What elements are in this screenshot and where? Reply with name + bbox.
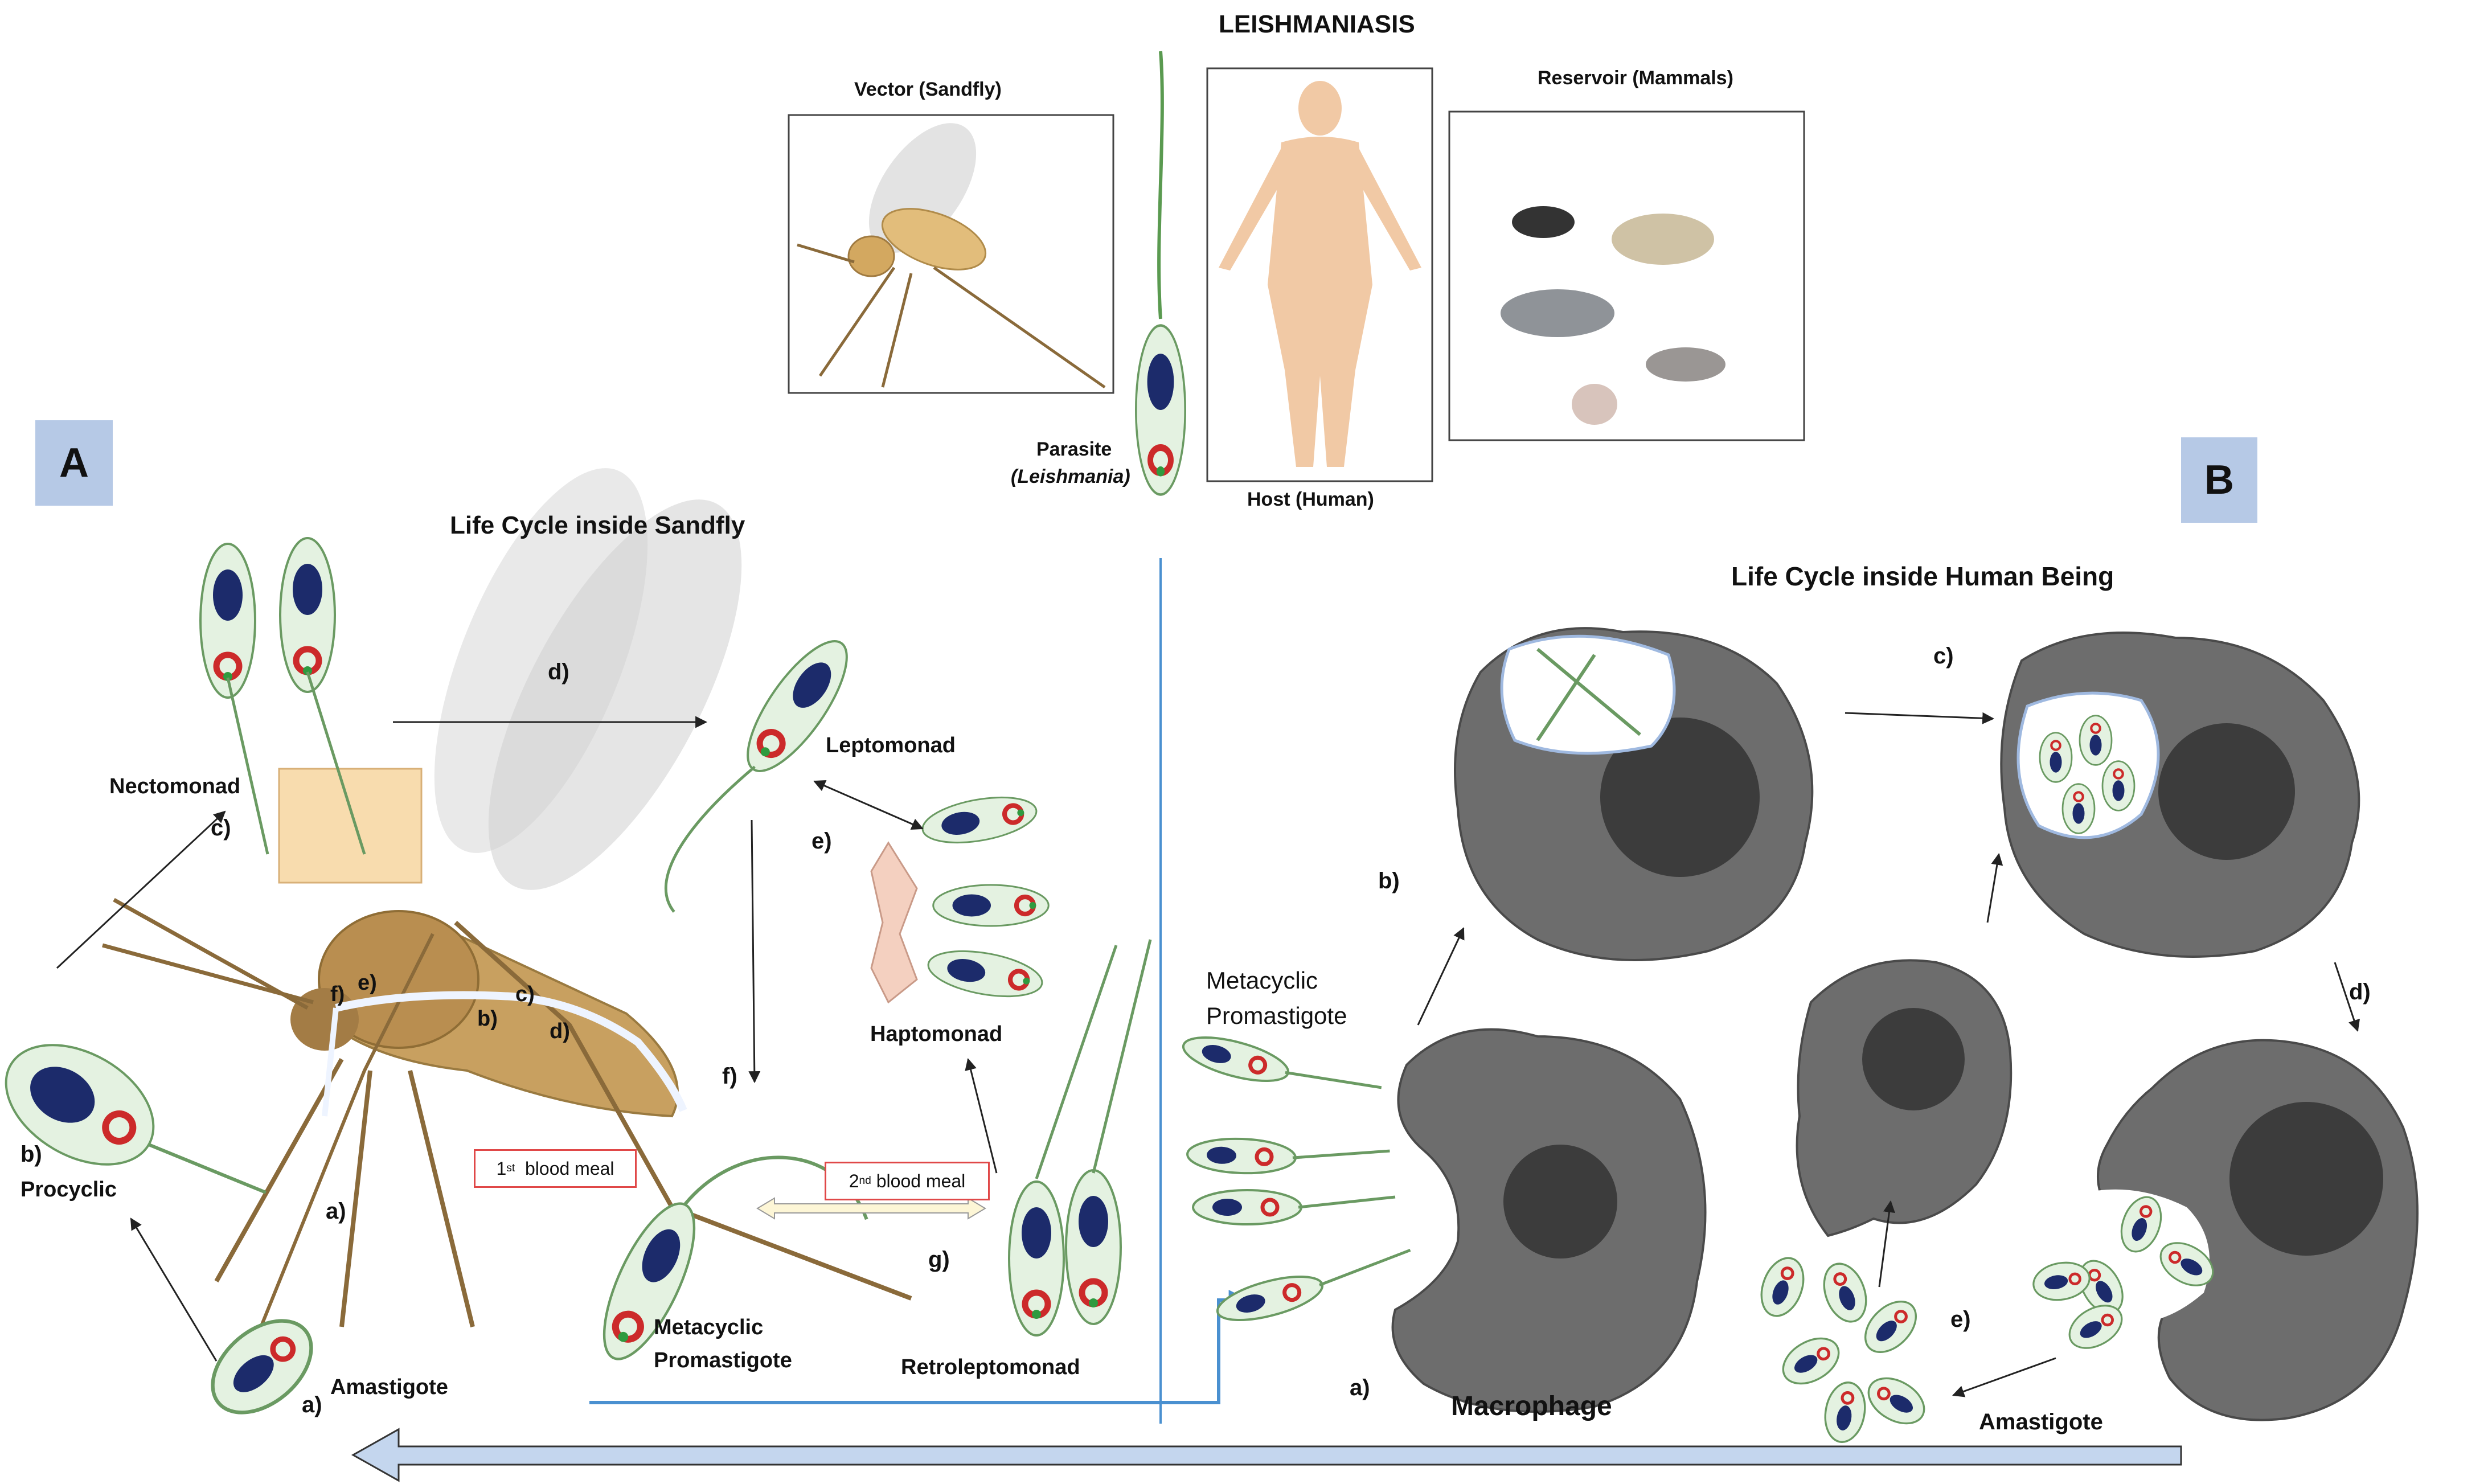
metacyclic-label-b-line1: Metacyclic xyxy=(1206,967,1318,994)
first-blood-meal-text: blood meal xyxy=(524,1158,614,1179)
haptomonad-group xyxy=(870,790,1048,1004)
panel-a-badge: A xyxy=(35,420,113,506)
second-blood-meal-text: blood meal xyxy=(876,1170,966,1191)
step-a-b-body: b) xyxy=(477,1007,498,1031)
procyclic-promastigote xyxy=(5,1044,267,1194)
amastigote-label-b: Amastigote xyxy=(1979,1409,2103,1434)
macrophage-cell-b xyxy=(1454,627,1814,961)
amastigote-label-a: Amastigote xyxy=(330,1375,448,1399)
metacyclic-label-a-line2: Promastigote xyxy=(654,1348,792,1372)
panel-a-title: Life Cycle inside Sandfly xyxy=(450,511,745,539)
step-a-f: f) xyxy=(722,1064,737,1089)
retroleptomonad-label: Retroleptomonad xyxy=(901,1355,1080,1379)
step-a-c-body: c) xyxy=(515,982,535,1006)
step-b-a: a) xyxy=(1350,1375,1370,1400)
host-human-box xyxy=(1206,67,1433,482)
macrophage-cell-c xyxy=(2000,632,2360,958)
reservoir-mammals-box xyxy=(1448,110,1805,441)
metacyclic-label-b-line2: Promastigote xyxy=(1206,1002,1347,1029)
step-b-b: b) xyxy=(1378,868,1400,893)
step-a-a-mid: a) xyxy=(326,1199,346,1224)
vector-sandfly-box xyxy=(788,114,1114,394)
macrophage-label: Macrophage xyxy=(1451,1391,1612,1421)
nectomonad-group xyxy=(200,538,423,884)
macrophage-cell-small xyxy=(1796,959,2013,1237)
step-b-d: d) xyxy=(2349,979,2371,1005)
metacyclic-label-a-line1: Metacyclic xyxy=(654,1315,764,1339)
haptomonad-label: Haptomonad xyxy=(870,1022,1003,1046)
nectomonad-label: Nectomonad xyxy=(109,774,241,798)
figure-title: LEISHMANIASIS xyxy=(1219,10,1415,38)
released-amastigotes-cluster xyxy=(1754,1252,1932,1445)
vector-label: Vector (Sandfly) xyxy=(854,79,1002,100)
host-label: Host (Human) xyxy=(1247,489,1374,510)
parasite-label: Parasite xyxy=(1036,438,1112,460)
step-a-d: d) xyxy=(548,659,569,684)
step-a-e-body: e) xyxy=(358,971,377,995)
step-a-e: e) xyxy=(811,829,832,854)
step-b-e: e) xyxy=(1950,1307,1971,1332)
step-a-c: c) xyxy=(211,815,231,841)
second-blood-meal-suffix: nd xyxy=(859,1175,871,1187)
first-blood-meal-suffix: st xyxy=(506,1162,515,1174)
first-blood-meal-ordinal: 1 xyxy=(496,1158,507,1179)
parasite-leishmania xyxy=(1136,51,1185,495)
panel-b-badge: B xyxy=(2181,437,2257,523)
panel-b-title: Life Cycle inside Human Being xyxy=(1731,561,2114,591)
second-blood-meal-double-arrow xyxy=(756,1197,986,1220)
step-a-b: b) xyxy=(21,1142,42,1167)
leptomonad-label: Leptomonad xyxy=(826,733,956,757)
step-a-d-body: d) xyxy=(550,1019,570,1043)
reservoir-label: Reservoir (Mammals) xyxy=(1538,67,1733,89)
macrophage-cell-a xyxy=(1391,1028,1707,1413)
step-b-c: c) xyxy=(1933,643,1954,669)
step-a-g: g) xyxy=(928,1247,950,1272)
second-blood-meal-ordinal: 2 xyxy=(849,1170,859,1191)
sandfly-large-illustration xyxy=(102,468,912,1368)
procyclic-label: Procyclic xyxy=(21,1178,117,1202)
step-a-a-bottom: a) xyxy=(302,1392,322,1417)
metacyclic-promastigotes-b xyxy=(1179,1028,1417,1329)
parasite-genus-label: (Leishmania) xyxy=(1011,466,1130,487)
step-a-f-body: f) xyxy=(330,982,345,1006)
retroleptomonad-group xyxy=(1009,939,1152,1335)
leptomonad-cell xyxy=(664,628,864,913)
